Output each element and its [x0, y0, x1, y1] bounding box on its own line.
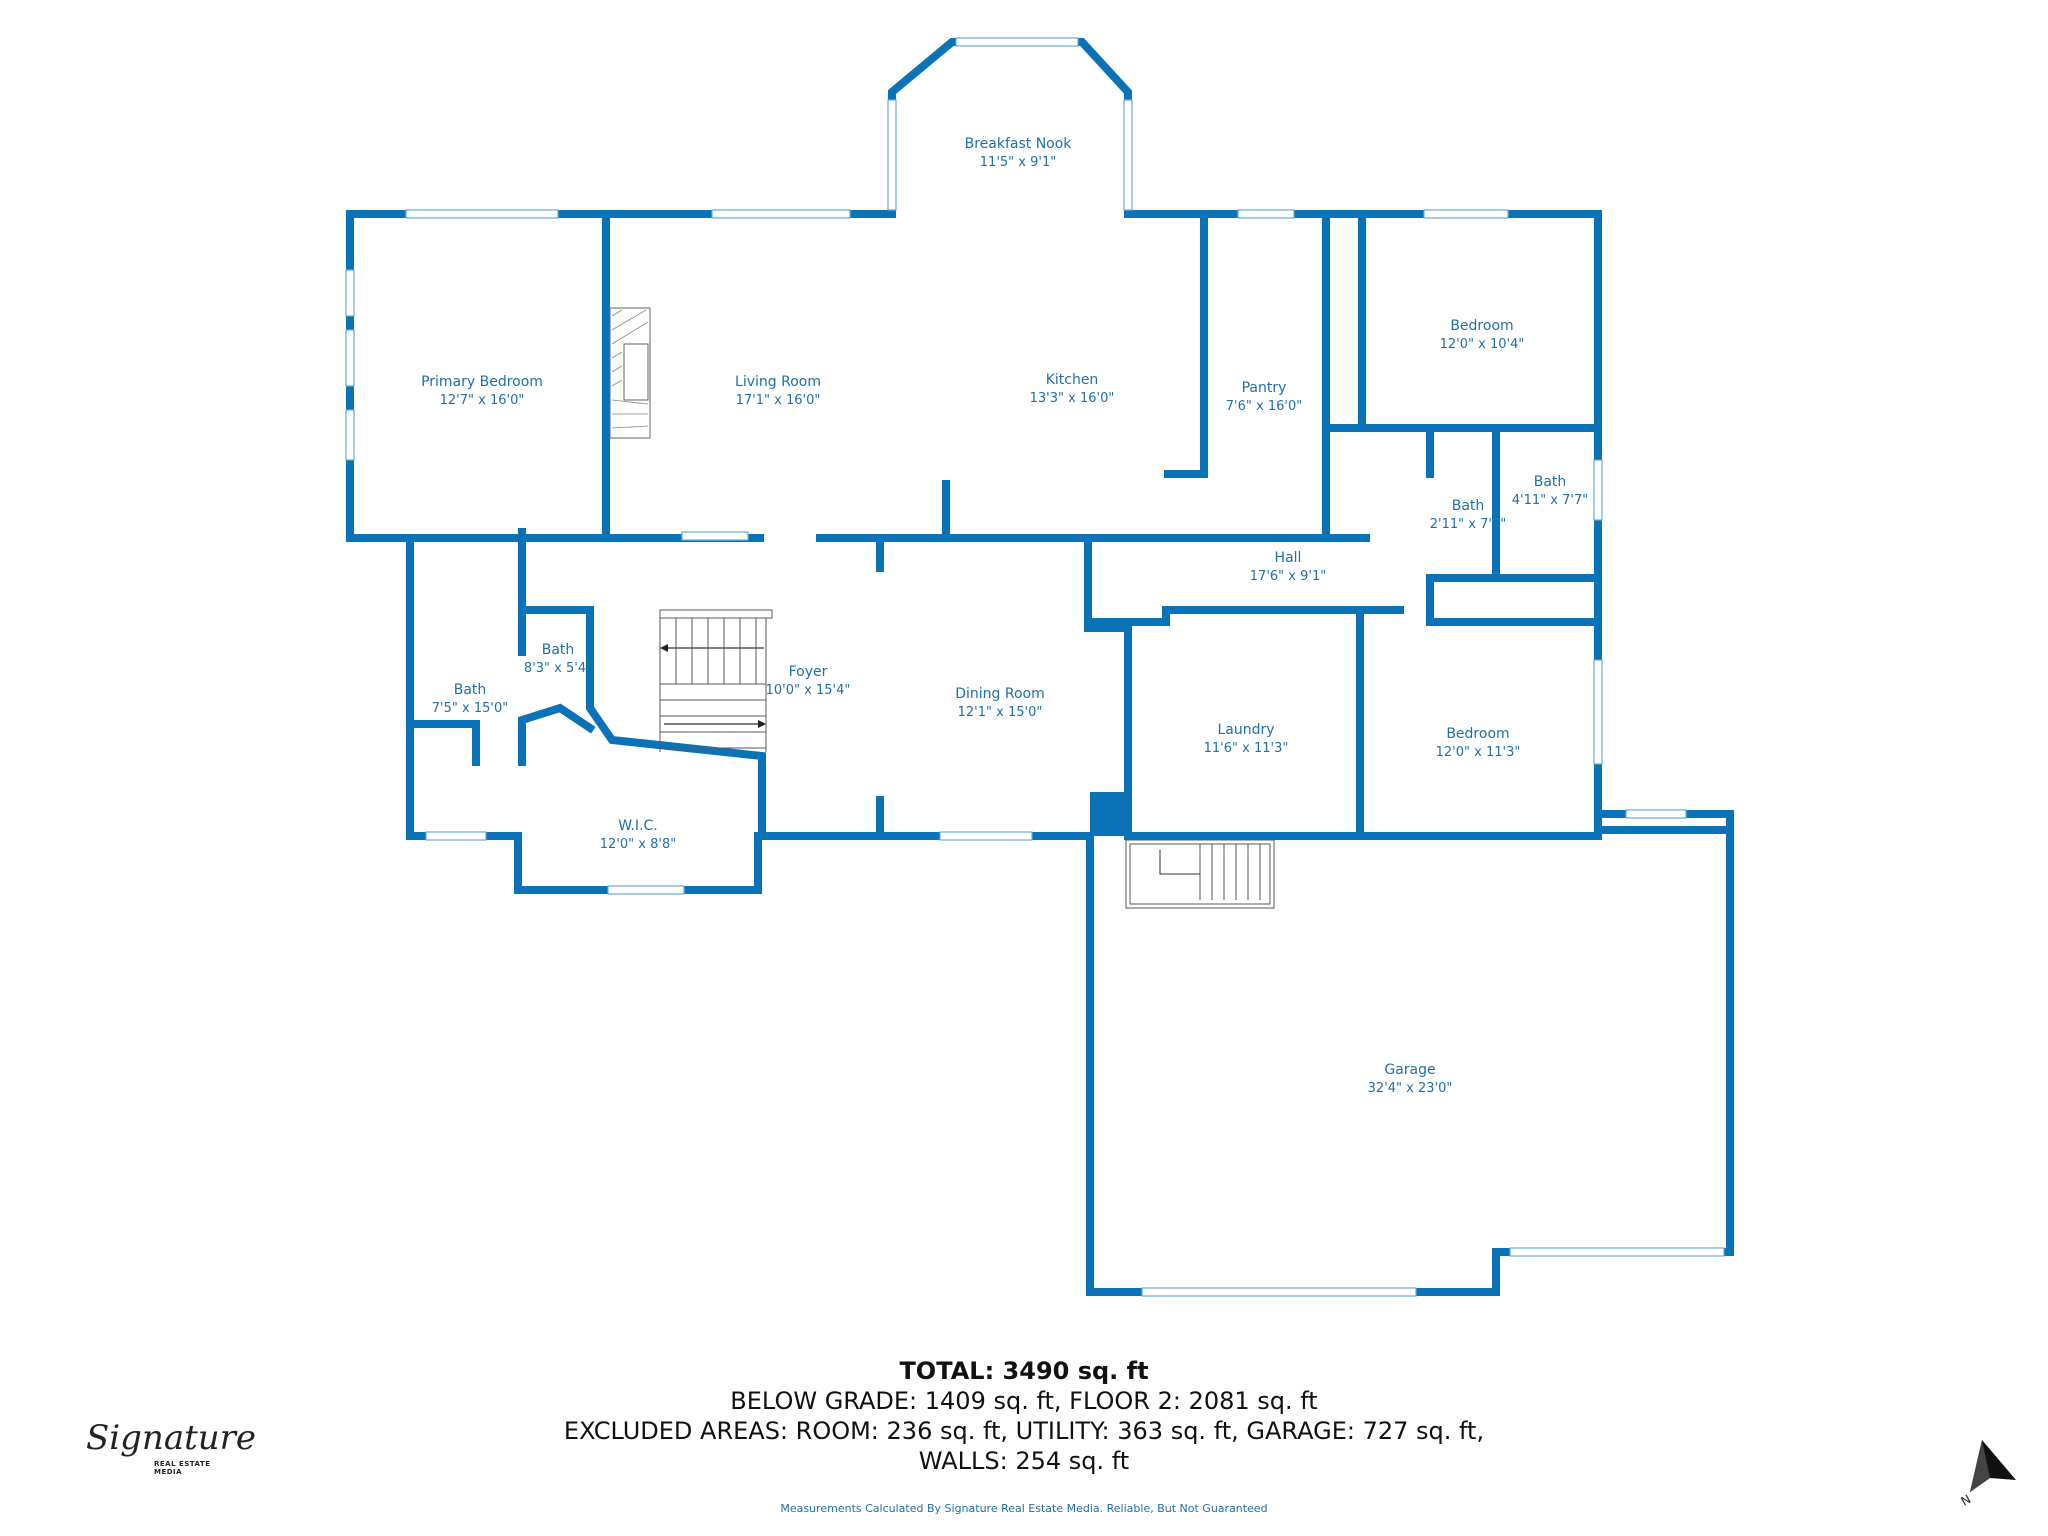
- room-name-hall: Hall: [1275, 550, 1302, 566]
- room-dim-hall: 17'6" x 9'1": [1250, 569, 1326, 584]
- total-area: TOTAL: 3490 sq. ft: [899, 1357, 1149, 1385]
- logo-script: Signature: [86, 1418, 257, 1458]
- room-name-bath-center: Bath: [542, 642, 575, 658]
- area-summary: TOTAL: 3490 sq. ft BELOW GRADE: 1409 sq.…: [0, 1356, 2048, 1476]
- excluded-areas: EXCLUDED AREAS: ROOM: 236 sq. ft, UTILIT…: [563, 1417, 1485, 1445]
- room-dim-breakfast-nook: 11'5" x 9'1": [980, 155, 1056, 170]
- room-name-primary-bedroom: Primary Bedroom: [421, 374, 543, 390]
- room-dim-kitchen: 13'3" x 16'0": [1030, 391, 1115, 406]
- room-name-bath-west: Bath: [454, 682, 487, 698]
- room-name-breakfast-nook: Breakfast Nook: [965, 136, 1073, 152]
- room-name-pantry: Pantry: [1242, 380, 1287, 396]
- room-dim-laundry: 11'6" x 11'3": [1204, 741, 1289, 756]
- room-dim-dining-room: 12'1" x 15'0": [958, 705, 1043, 720]
- signature-logo: Signature REAL ESTATE MEDIA: [72, 1410, 256, 1480]
- room-dim-bath-center: 8'3" x 5'4": [524, 661, 592, 676]
- room-dim-bath-west: 7'5" x 15'0": [432, 701, 508, 716]
- room-dim-bath-small: 2'11" x 7'7": [1430, 517, 1506, 532]
- room-name-kitchen: Kitchen: [1046, 372, 1099, 388]
- room-labels: Breakfast Nook 11'5" x 9'1" Primary Bedr…: [421, 136, 1588, 1096]
- room-name-foyer: Foyer: [789, 664, 828, 680]
- room-name-dining-room: Dining Room: [955, 686, 1045, 702]
- staircase: [659, 609, 773, 752]
- room-name-bedroom-se: Bedroom: [1446, 726, 1509, 742]
- walls-area: WALLS: 254 sq. ft: [918, 1447, 1130, 1475]
- grade-area: BELOW GRADE: 1409 sq. ft, FLOOR 2: 2081 …: [730, 1387, 1318, 1415]
- room-dim-bedroom-ne: 12'0" x 10'4": [1440, 337, 1525, 352]
- room-name-living-room: Living Room: [735, 374, 821, 390]
- room-name-garage: Garage: [1384, 1062, 1435, 1078]
- fireplace: [609, 307, 651, 439]
- room-dim-bedroom-se: 12'0" x 11'3": [1436, 745, 1521, 760]
- room-dim-garage: 32'4" x 23'0": [1368, 1081, 1453, 1096]
- room-name-bath-small: Bath: [1452, 498, 1485, 514]
- room-dim-pantry: 7'6" x 16'0": [1226, 399, 1302, 414]
- room-dim-wic: 12'0" x 8'8": [600, 837, 676, 852]
- garage-staircase: [1125, 839, 1275, 909]
- north-arrow-icon: N: [1959, 1440, 2016, 1509]
- logo-subtitle: REAL ESTATE MEDIA: [154, 1460, 211, 1476]
- room-name-bath-ne: Bath: [1534, 474, 1567, 490]
- room-name-wic: W.I.C.: [618, 818, 658, 834]
- compass-label: N: [1959, 1492, 1974, 1509]
- room-dim-living-room: 17'1" x 16'0": [736, 393, 821, 408]
- windows: [345, 37, 1725, 1297]
- room-name-bedroom-ne: Bedroom: [1450, 318, 1513, 334]
- disclaimer: Measurements Calculated By Signature Rea…: [780, 1502, 1268, 1515]
- room-name-laundry: Laundry: [1217, 722, 1274, 738]
- room-dim-bath-ne: 4'11" x 7'7": [1512, 493, 1588, 508]
- room-dim-primary-bedroom: 12'7" x 16'0": [440, 393, 525, 408]
- room-dim-foyer: 10'0" x 15'4": [766, 683, 851, 698]
